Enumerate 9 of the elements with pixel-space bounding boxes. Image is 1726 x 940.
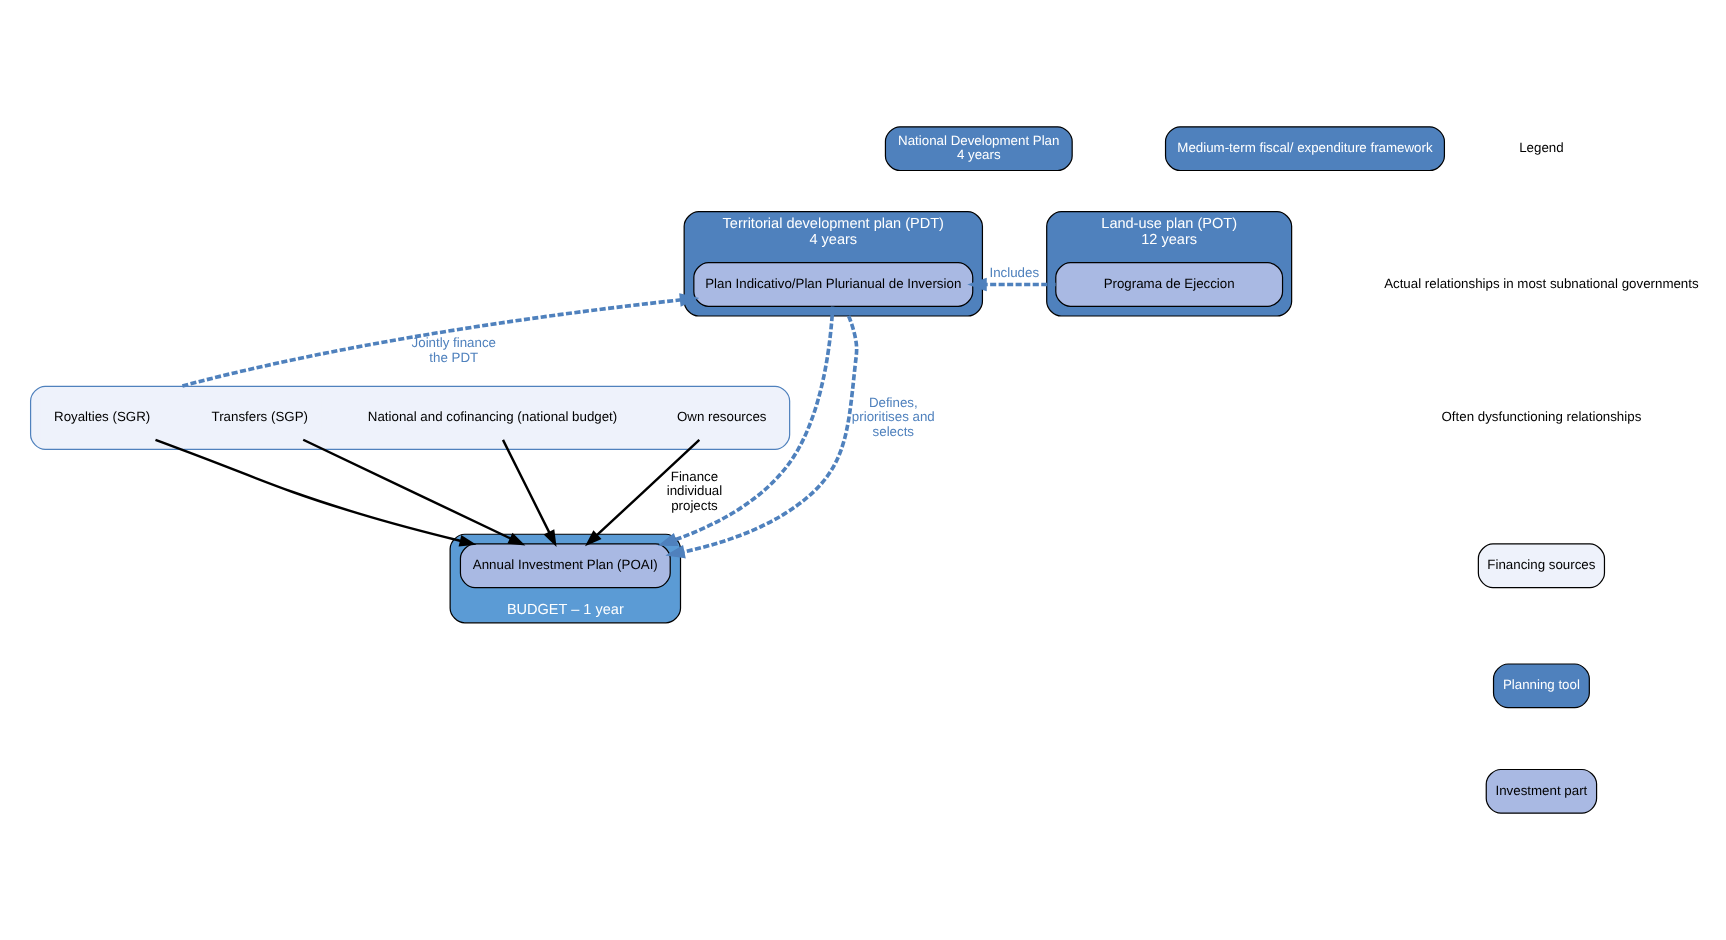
arrow xyxy=(967,277,1056,292)
arrow xyxy=(501,439,557,548)
cluster xyxy=(30,385,791,450)
arrow xyxy=(657,306,835,546)
arrow xyxy=(302,438,526,546)
arrow xyxy=(665,315,859,559)
arrow xyxy=(155,438,477,547)
arrow xyxy=(585,439,701,547)
arrow xyxy=(180,293,700,389)
